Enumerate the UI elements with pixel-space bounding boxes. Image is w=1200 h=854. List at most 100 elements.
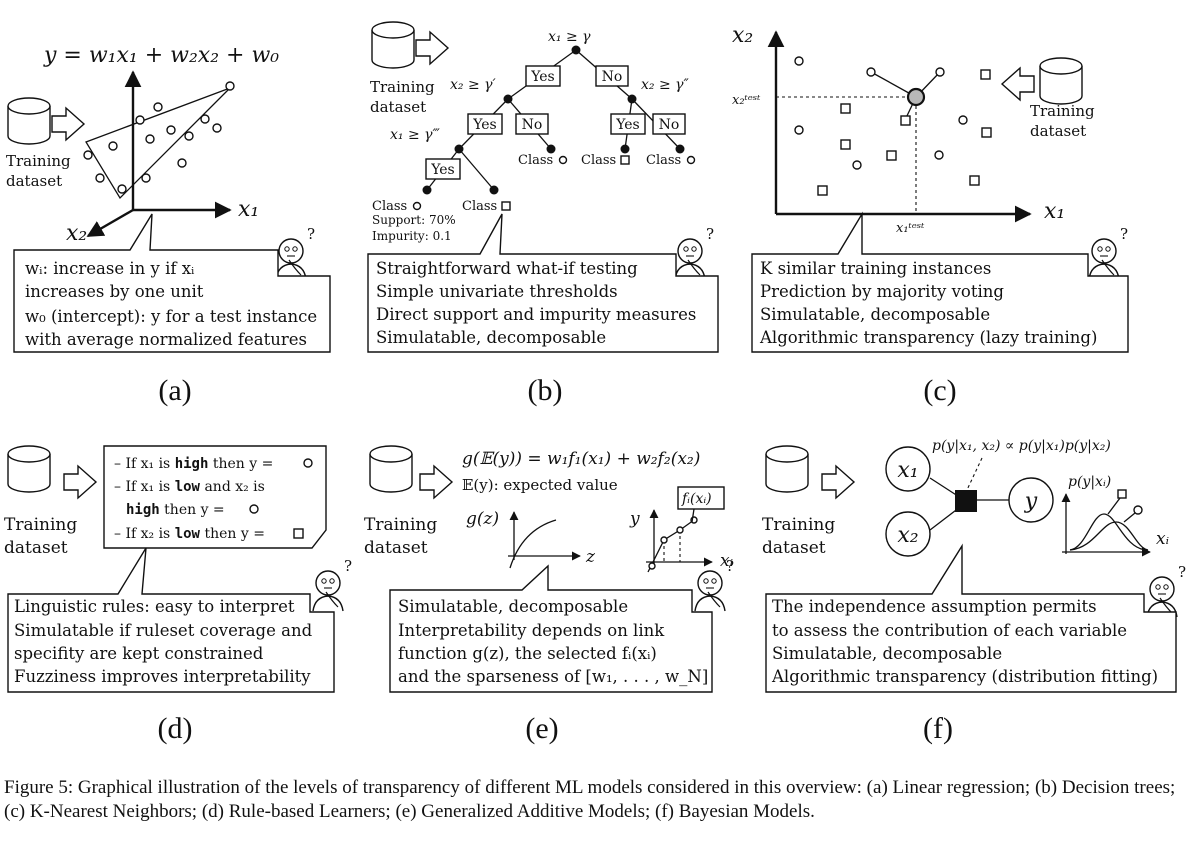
- svg-text:– If x₂ is low then y =: – If x₂ is low then y =: [114, 526, 265, 542]
- panel-b-no-label-3: No: [659, 117, 680, 133]
- panel-b-no-box-1: [595, 65, 629, 87]
- panel-f-dataset-line-1: Training: [762, 515, 835, 535]
- panel-c-knn: x₂ x₁ Training dataset x₂ᵗᵉˢᵗ x₁ᵗᵉˢᵗ K s…: [732, 23, 1129, 407]
- panel-a-regression-plane: [85, 87, 231, 200]
- panel-b-class-3: Class: [646, 153, 681, 168]
- panel-c-test-instance: [906, 87, 926, 107]
- panel-f-node-x1-label: x₁: [897, 458, 918, 483]
- panel-a-x1-label: x₁: [238, 197, 259, 222]
- panel-f-speech-bubble: [765, 543, 1177, 693]
- panel-a-dataset-line-1: Training: [6, 152, 71, 170]
- panel-c-neighbor-links: [870, 71, 941, 121]
- panel-a-arrow-icon: [51, 107, 85, 141]
- panel-b-condition-left: x₂ ≥ γ′: [450, 77, 497, 93]
- panel-d-arrow-icon: [63, 465, 97, 499]
- panel-b-decision-tree: Training dataset x₁ ≥ γ x₂ ≥ γ′ x₂ ≥ γ″ …: [367, 21, 719, 407]
- panel-d-rules: – If x₁ is high then y = – If x₁ is low …: [114, 456, 313, 542]
- panel-c-dataset-line-1: Training: [1030, 102, 1095, 120]
- panel-f-bubble-line-3: Simulatable, decomposable: [772, 644, 1002, 663]
- panel-b-yes-label-3: Yes: [615, 117, 640, 133]
- panel-a-bubble-line-2: increases by one unit: [25, 282, 204, 301]
- panel-c-training-points: [794, 56, 992, 196]
- panel-e-y-label: y: [629, 509, 640, 529]
- panel-a-database-icon: [7, 97, 51, 145]
- panel-b-bubble-line-3: Direct support and impurity measures: [376, 305, 696, 324]
- panel-c-x2-test-label: x₂ᵗᵉˢᵗ: [732, 93, 761, 108]
- panel-d-thinker-icon: [312, 556, 353, 612]
- panel-e-speech-bubble: [389, 564, 713, 693]
- panel-e-equation: g(𝔼(y)) = w₁f₁(x₁) + w₂f₂(x₂): [462, 449, 700, 469]
- panel-a-equation: y = w₁x₁ + w₂x₂ + w₀: [43, 43, 279, 68]
- panel-f-node-x2-label: x₂: [897, 523, 918, 548]
- panel-b-support: Support: 70%: [372, 213, 456, 227]
- panel-b-class-1: Class: [518, 153, 553, 168]
- panel-b-thinker-icon: [674, 224, 715, 280]
- panel-b-dataset-line-1: Training: [370, 78, 435, 96]
- panel-d-bubble-line-3: specifity are kept constrained: [14, 644, 264, 663]
- panel-f-arrow-icon: [821, 465, 855, 499]
- panel-b-bubble-line-1: Straightforward what-if testing: [376, 259, 638, 278]
- panel-d-database-icon: [7, 445, 51, 493]
- panel-f-dist-curve-1: [1069, 513, 1147, 551]
- panel-f-node-y: [1008, 477, 1054, 523]
- panel-f-bubble-line-2: to assess the contribution of each varia…: [772, 621, 1127, 640]
- panel-f-bubble-line-4: Algorithmic transparency (distribution f…: [771, 667, 1158, 686]
- panel-c-label: (c): [923, 374, 956, 407]
- panel-e-fixi-label: fᵢ(xᵢ): [681, 491, 712, 507]
- panel-f-thinker-icon: [1146, 562, 1187, 618]
- panel-b-yes-box-2: [467, 113, 503, 135]
- panel-e-bubble-line-1: Simulatable, decomposable: [398, 597, 628, 616]
- panel-d-dataset-line-2: dataset: [4, 538, 68, 558]
- panel-d-speech-bubble: [7, 547, 335, 693]
- panel-b-bubble-line-4: Simulatable, decomposable: [376, 328, 606, 347]
- panel-f-node-y-label: y: [1024, 489, 1038, 514]
- panel-e-gam: Training dataset g(𝔼(y)) = w₁f₁(x₁) + w₂…: [364, 445, 735, 745]
- panel-e-bubble-line-2: Interpretability depends on link: [398, 621, 665, 640]
- panel-b-yes-label-1: Yes: [530, 69, 555, 85]
- panel-b-class-2: Class: [581, 153, 616, 168]
- panel-f-factor-node: [955, 490, 977, 512]
- panel-f-bubble-line-1: The independence assumption permits: [772, 597, 1097, 616]
- panel-c-bubble-line-2: Prediction by majority voting: [760, 282, 1004, 301]
- panel-f-node-x2: [885, 511, 931, 557]
- panel-c-x2-axis-label: x₂: [732, 23, 753, 48]
- panel-b-class-4: Class: [372, 199, 407, 214]
- panel-b-condition-root: x₁ ≥ γ: [548, 29, 591, 45]
- panel-a-x2-axis: [86, 208, 134, 238]
- panel-b-arrow-icon: [415, 31, 449, 65]
- panel-a-bubble-line-3: w₀ (intercept): y for a test instance: [25, 307, 317, 326]
- panel-e-fx-curve: [647, 519, 695, 573]
- svg-text:high then y =: high then y =: [126, 502, 225, 518]
- panel-b-yes-box-1: [525, 65, 561, 87]
- panel-b-impurity: Impurity: 0.1: [372, 229, 452, 243]
- panel-b-tree-nodes: [422, 45, 685, 195]
- panel-b-no-box-3: [652, 113, 686, 135]
- panel-f-bayesian: Training dataset p(y|x₁, x₂) ∝ p(y|x₁)p(…: [762, 438, 1187, 745]
- panel-a-thinker-icon: [275, 224, 316, 280]
- panel-a-bubble-line-1: wᵢ: increase in y if xᵢ: [25, 259, 195, 278]
- panel-e-expected: 𝔼(y): expected value: [462, 476, 618, 494]
- panel-f-equation: p(y|x₁, x₂) ∝ p(y|x₁)p(y|x₂): [932, 438, 1111, 454]
- panel-f-pyxi-label: p(y|xᵢ): [1068, 474, 1111, 490]
- panel-c-speech-bubble: [751, 211, 1129, 353]
- panel-b-label: (b): [528, 374, 563, 407]
- panel-e-arrow-icon: [419, 465, 453, 499]
- panel-c-bubble-line-3: Simulatable, decomposable: [760, 305, 990, 324]
- panel-e-gz-curve: [509, 519, 557, 569]
- panel-e-dataset-line-2: dataset: [364, 538, 428, 558]
- panel-b-no-label-2: No: [522, 117, 543, 133]
- panel-a-linear-regression: y = w₁x₁ + w₂x₂ + w₀ Training dataset x₁…: [6, 43, 331, 407]
- panel-b-yes-box-4: [425, 158, 461, 180]
- panel-b-no-box-2: [515, 113, 549, 135]
- panel-e-fixi-box: [677, 486, 725, 510]
- panel-e-gz-label: g(z): [466, 509, 499, 529]
- panel-b-yes-label-2: Yes: [472, 117, 497, 133]
- panel-e-thinker-icon: [694, 556, 735, 612]
- panel-f-label: (f): [923, 712, 953, 745]
- panel-d-rules-box: [103, 445, 327, 549]
- panel-b-no-label-1: No: [602, 69, 623, 85]
- panel-f-xi-label: xᵢ: [1156, 529, 1169, 549]
- panel-c-x1-axis-label: x₁: [1044, 199, 1065, 224]
- panel-c-arrow-icon: [1001, 67, 1035, 101]
